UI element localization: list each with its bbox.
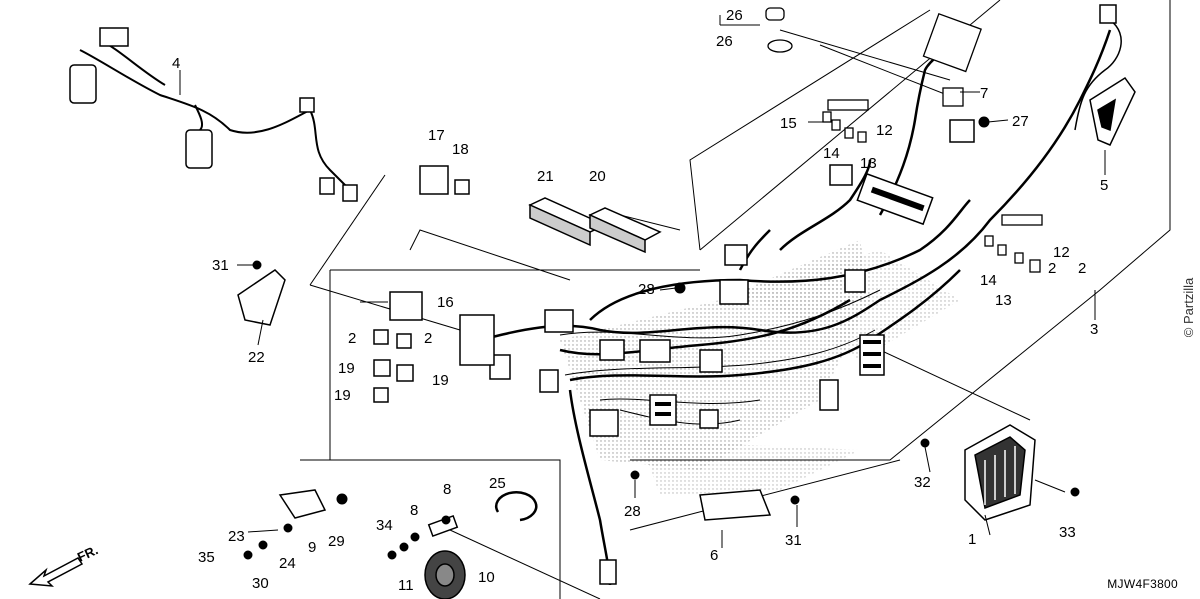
callout-label: 4 [172,55,180,72]
callout-label: 28 [638,281,655,298]
callout-label: 24 [279,555,296,572]
callout-label: 35 [198,549,215,566]
callout-label: 29 [328,533,345,550]
callout-label: 7 [980,85,988,102]
connector-pin-rows [655,186,925,416]
direction-label: FR. [75,542,100,564]
leader-lines [179,70,1106,548]
callout-label: 2 [1078,260,1086,277]
callout-label: 15 [780,115,797,132]
diagram-code: MJW4F3800 [1107,577,1178,591]
brackets [237,269,772,522]
callout-label: 2 [348,330,356,347]
callout-label: 20 [589,168,606,185]
callout-label: 8 [443,481,451,498]
callout-label: 1 [968,531,976,548]
horn-10 [424,514,466,599]
small-connectors-12-15 [765,7,1043,273]
callout-label: 19 [338,360,355,377]
callout-label: 27 [1012,113,1029,130]
callout-label: 9 [308,539,316,556]
fuse-boxes-20-21 [528,197,662,254]
callout-label: 32 [914,474,931,491]
callout-label: 21 [537,168,554,185]
callout-label: 12 [1053,244,1070,261]
callout-label: 30 [252,575,269,592]
fasteners [243,116,1080,560]
harness-connectors [489,119,975,585]
callout-label: 19 [334,387,351,404]
callout-label: 5 [1100,177,1108,194]
callout-label: 25 [489,475,506,492]
callout-label: 14 [980,272,997,289]
callout-label: 18 [452,141,469,158]
callout-label: 2 [424,330,432,347]
regulator-1 [964,424,1036,521]
callout-label: 8 [410,502,418,519]
callout-label: 26 [716,33,733,50]
callout-label: 13 [860,155,877,172]
callout-label: 3 [1090,321,1098,338]
callout-label: 28 [624,503,641,520]
callout-label: 10 [478,569,495,586]
callout-label: 11 [398,577,414,594]
callout-label: 14 [823,145,840,162]
callout-labels: 1 2 2 2 2 3 4 5 6 7 8 8 9 10 11 12 12 13… [172,7,1108,594]
relays-16-19 [373,165,495,403]
watermark: © Partzilla [1180,277,1196,338]
callout-label: 17 [428,127,445,144]
arrow-left-icon [28,557,84,587]
callout-label: 33 [1059,524,1076,541]
callout-label: 23 [228,528,245,545]
callout-label: 13 [995,292,1012,309]
callout-label: 26 [726,7,743,24]
callout-label: 19 [432,372,449,389]
callout-label: 2 [1048,260,1056,277]
callout-label: 12 [876,122,893,139]
callout-label: 6 [710,547,718,564]
callout-label: 31 [785,532,802,549]
callout-label: 16 [437,294,454,311]
front-direction-arrow: FR. [28,542,100,587]
sub-harness-4 [79,39,351,191]
shaded-areas [560,240,960,495]
callout-label: 22 [248,349,265,366]
cover-5 [1074,4,1136,146]
sub-harness-4-parts [69,27,358,202]
callout-label: 31 [212,257,229,274]
reference-lines [300,0,1171,599]
callout-label: 34 [376,517,393,534]
